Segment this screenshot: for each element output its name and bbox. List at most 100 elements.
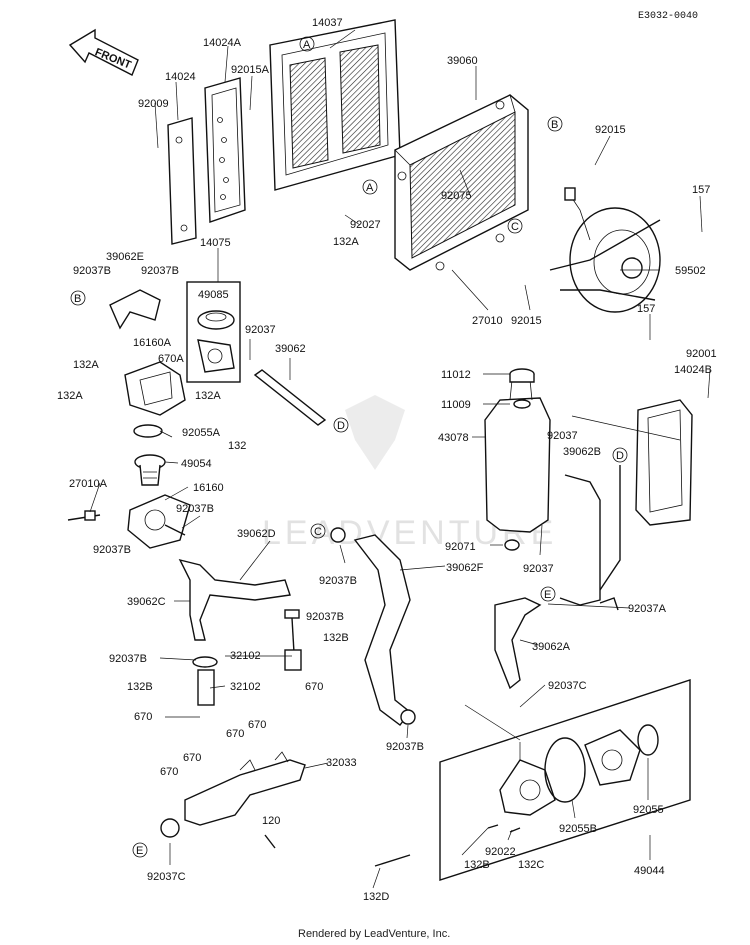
part-92055A-oring [133,424,163,438]
callout-A-top: A [303,39,311,51]
part-39062F-hose [353,534,411,726]
label-92037-b: 92037 [547,430,578,442]
label-92037B-a: 92037B [73,265,111,277]
label-39060: 39060 [447,55,478,67]
label-670-e: 670 [183,752,201,764]
label-92037B-g: 92037B [319,575,357,587]
label-49085: 49085 [198,289,229,301]
label-32033: 32033 [326,757,357,769]
part-11012-cap [509,368,535,383]
callout-D-mid: D [337,420,345,432]
label-670-c: 670 [248,719,266,731]
label-132D: 132D [363,891,389,903]
part-14024-plate [167,117,197,245]
part-16160A-housing [124,361,186,416]
label-132B-b: 132B [127,681,153,693]
part-49054-thermostat [134,454,166,486]
label-92022: 92022 [485,846,516,858]
label-92037B-h: 92037B [386,741,424,753]
callout-A-mid: A [366,182,374,194]
callout-B-top: B [551,119,558,131]
label-92037-a: 92037 [245,324,276,336]
label-120: 120 [262,815,280,827]
part-39062-hose [253,369,327,426]
part-16160-housing [127,494,191,549]
hose-D-route [599,465,621,591]
label-39062D: 39062D [237,528,276,540]
part-32033-pipe [184,751,306,826]
label-132A-rad: 132A [333,236,359,248]
label-27010A: 27010A [69,478,108,490]
part-39062A-hose [494,597,542,690]
label-132A-c: 132A [195,390,221,402]
label-92015A: 92015A [231,64,270,76]
pump-bolts [487,824,521,833]
part-43078-reservoir [484,379,551,533]
label-39062A: 39062A [532,641,571,653]
label-92001: 92001 [686,348,717,360]
label-11009: 11009 [441,399,471,411]
part-14024B-cover [635,399,693,526]
label-92037B-d: 92037B [93,544,131,556]
label-92055B: 92055B [559,823,597,835]
label-92037B-f: 92037B [109,653,147,665]
label-670-a: 670 [305,681,323,693]
leader-lines [89,29,711,889]
label-132A-a: 132A [73,359,99,371]
front-arrow-icon: FRONT [68,28,139,76]
part-120-bolt [264,834,276,849]
label-92037-c: 92037 [523,563,554,575]
label-14075: 14075 [200,237,231,249]
clamp-92037B-center [330,527,346,543]
label-39062F: 39062F [446,562,484,574]
label-670-b: 670 [134,711,152,723]
callout-E-right: E [544,589,551,601]
label-132: 132 [228,440,246,452]
callout-C-top: C [511,221,519,233]
label-157-top: 157 [692,184,710,196]
label-11012: 11012 [441,369,471,381]
part-92037C-clamp-lower [160,818,180,838]
label-39062E: 39062E [106,251,144,263]
label-14037: 14037 [312,17,343,29]
callout-markers: A B A C B D D C E E [70,36,628,858]
label-132B-a: 132B [323,632,349,644]
part-14037-screen [269,19,401,191]
label-59502: 59502 [675,265,706,277]
label-92037B-e: 92037B [306,611,344,623]
label-14024A: 14024A [203,37,242,49]
part-132D-bolt [374,854,411,867]
label-14024: 14024 [165,71,196,83]
label-39062C: 39062C [127,596,166,608]
part-49044-water-pump-box [439,679,691,881]
label-39062B: 39062B [563,446,601,458]
label-49054: 49054 [181,458,212,470]
label-132A-b: 132A [57,390,83,402]
label-32102-a: 32102 [230,650,261,662]
footer-credit: Rendered by LeadVenture, Inc. [298,928,450,940]
label-92037B-c: 92037B [176,503,214,515]
part-39060-radiator [394,94,529,271]
part-39062E-hose [109,289,161,330]
label-92015-mid: 92015 [511,315,542,327]
part-14024A-shroud [204,77,246,223]
diagram-code: E3032-0040 [638,11,698,22]
label-132B-c: 132B [464,859,490,871]
label-16160A: 16160A [133,337,172,349]
label-92009: 92009 [138,98,169,110]
label-14024B: 14024B [674,364,712,376]
label-670-f: 670 [160,766,178,778]
part-92071-grommet [504,539,520,551]
label-92037C-b: 92037C [548,680,587,692]
label-49044: 49044 [634,865,665,877]
callout-D-right: D [616,450,624,462]
label-670A: 670A [158,353,184,365]
label-92015-top: 92015 [595,124,626,136]
label-92055: 92055 [633,804,664,816]
label-92027: 92027 [350,219,381,231]
label-16160: 16160 [193,482,224,494]
sensor-body [84,510,96,521]
label-92055A: 92055A [182,427,221,439]
part-14075-cap-box [186,281,241,383]
